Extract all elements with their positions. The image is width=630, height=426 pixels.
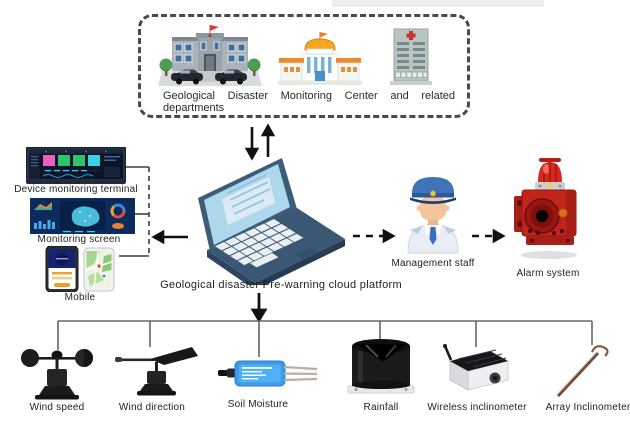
sensor-label: Rainfall (363, 402, 399, 413)
stakeholders-caption: Geological Disaster Monitoring Center an… (163, 90, 455, 114)
sensor-label: Array Inclinometer (545, 402, 630, 413)
arrow-platform-to-staff (353, 228, 396, 244)
wind-speed-sensor-icon (21, 349, 93, 400)
management-staff-label: Management staff (391, 258, 475, 269)
monitoring-center-building-icon (278, 32, 362, 85)
rainfall-sensor-icon (347, 339, 415, 394)
monitoring-screen-icon (30, 198, 135, 234)
arrow-platform-to-stakeholders (260, 123, 276, 157)
arrow-platform-to-sensors (250, 293, 268, 323)
horn-speaker-icon (524, 198, 568, 234)
captain-hat-icon (410, 177, 456, 204)
red-cross-icon (406, 31, 416, 40)
flag-icon (210, 25, 219, 31)
sensor-label: Soil Moisture (227, 399, 289, 410)
phone-app-icon (45, 246, 79, 292)
stakeholders-caption-line2: departments (163, 101, 225, 114)
beacon-light-icon (535, 158, 565, 190)
wind-direction-sensor-icon (115, 347, 198, 396)
related-department-building-icon (390, 28, 432, 85)
monitoring-screen-label: Monitoring screen (37, 234, 121, 245)
wireless-inclinometer-icon (443, 344, 509, 391)
device-monitoring-terminal-icon (26, 147, 126, 184)
management-staff-icon (407, 177, 459, 254)
stakeholders-group-box (138, 14, 470, 118)
device-monitoring-terminal-label: Device monitoring terminal (14, 184, 138, 195)
sensor-label: Wind direction (118, 402, 186, 413)
alarm-system-label: Alarm system (516, 268, 580, 279)
tie-icon (429, 227, 437, 245)
sensor-label: Wireless inclinometer (427, 402, 527, 413)
car-icon (215, 69, 247, 85)
soil-moisture-sensor-icon (218, 360, 318, 387)
sensor-label: Wind speed (29, 402, 85, 413)
stakeholders-caption-line1: Geological Disaster Monitoring Center an… (163, 90, 455, 102)
platform-label: Geological disaster Pre-warning cloud pl… (160, 279, 402, 291)
arrow-staff-to-alarm (472, 228, 506, 244)
flag-icon (320, 32, 328, 38)
cloud-platform-laptop-icon (198, 158, 345, 285)
car-icon (171, 69, 203, 85)
mobile-label: Mobile (64, 292, 96, 303)
arrow-stakeholders-to-platform (244, 127, 260, 161)
mobile-phones-icon (45, 246, 115, 292)
image-artifact-strip (332, 0, 544, 7)
alarm-system-icon (514, 158, 577, 259)
array-inclinometer-icon (556, 345, 609, 398)
phone-map-icon (83, 247, 115, 292)
government-building-icon (158, 25, 262, 86)
